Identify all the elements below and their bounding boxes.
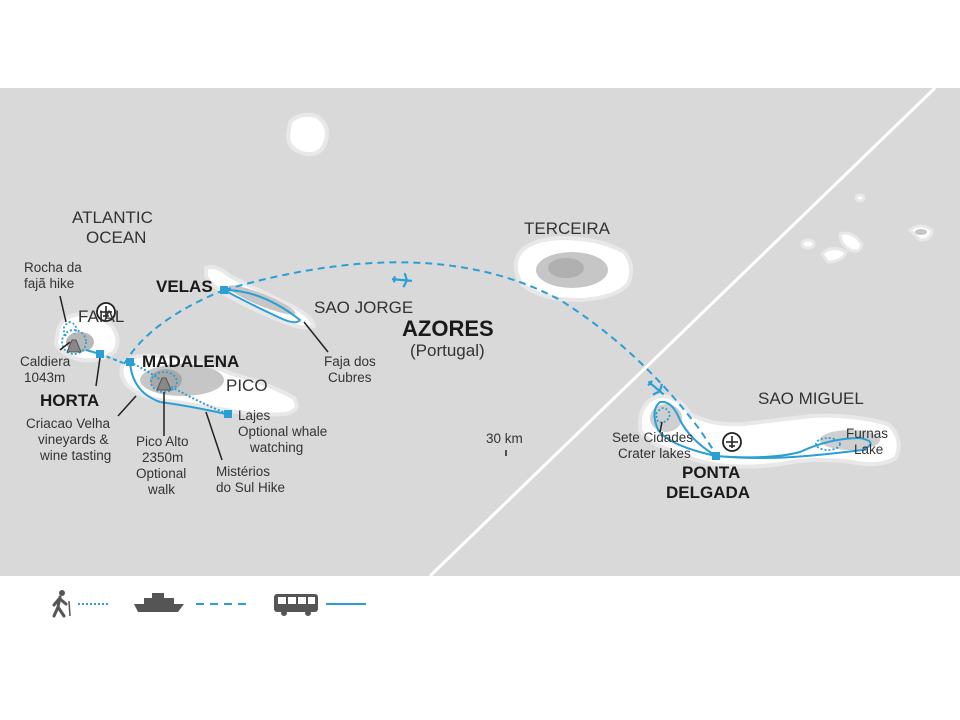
volcano-icon [66,339,82,353]
stop-madalena [126,358,134,366]
leader-misterios [205,411,223,461]
label-ponta-2: DELGADA [666,483,750,502]
islet-2 [820,247,848,264]
islet-4 [854,193,866,203]
hike-route-pico [129,361,229,415]
ferry-route-horta-madalena [99,353,127,365]
label-pico-alto-1: Pico Alto [136,434,189,449]
label-faja-2: Cubres [328,370,372,385]
bus-route-pico [129,361,227,415]
label-faja-1: Faja dos [324,354,376,369]
label-ocean-2: OCEAN [86,228,146,247]
label-ponta-1: PONTA [682,463,740,482]
faial-hike-rocha [62,321,78,337]
sao-miguel-mountain-east [820,430,880,450]
sao-miguel-mountain-west [650,404,682,432]
ferry-icon [134,593,184,612]
bus-icon [274,594,318,616]
volcano-icon [156,377,172,391]
label-pico: PICO [226,376,268,395]
leader-rocha [59,295,67,323]
label-caldiera-2: 1043m [24,370,65,385]
label-criacao-2: vineyards & [38,432,109,447]
label-rocha-2: fajã hike [24,276,74,291]
label-sete-2: Crater lakes [618,446,691,461]
hiker-icon [52,590,71,618]
islet-3 [838,231,864,253]
airport-icon [722,432,742,452]
plane-icon [391,272,413,288]
islet-5-mountain [915,229,927,235]
label-scale: 30 km [486,431,523,446]
label-azores: AZORES [402,316,494,341]
label-lajes-3: watching [249,440,303,455]
label-madalena: MADALENA [142,352,239,371]
faial-hike-loop [61,329,87,355]
label-misterios-1: Mistérios [216,464,270,479]
label-sao-miguel: SAO MIGUEL [758,389,864,408]
label-rocha-1: Rocha da [24,260,82,275]
label-furnas-2: Lake [854,442,883,457]
stop-lajes [224,410,232,418]
label-terceira: TERCEIRA [524,219,611,238]
label-pico-alto-2: 2350m [142,450,183,465]
label-lajes-2: Optional whale [238,424,327,439]
bus-route-sao-miguel-west [653,400,717,457]
label-velas: VELAS [156,277,213,296]
island-nw [285,112,329,157]
label-sao-jorge: SAO JORGE [314,298,413,317]
label-caldiera-1: Caldiera [20,354,71,369]
leader-faja [303,321,329,353]
label-portugal: (Portugal) [410,341,485,360]
label-criacao-3: wine tasting [39,448,111,463]
leader-caldiera [59,341,71,351]
hike-furnas [815,437,841,451]
leader-horta [95,357,101,387]
label-misterios-2: do Sul Hike [216,480,285,495]
islet-1 [800,238,816,250]
bus-route-sao-jorge [223,289,302,324]
stop-velas [220,286,228,294]
label-sete-1: Sete Cidades [612,430,693,445]
label-ocean-1: ATLANTIC [72,208,153,227]
stop-horta [96,350,104,358]
label-lajes-1: Lajes [238,408,271,423]
inset-divider [428,86,937,578]
label-furnas-1: Furnas [846,426,888,441]
label-horta: HORTA [40,391,99,410]
ferry-route-velas-ponta [223,261,717,455]
label-faial: FAIAL [78,307,124,326]
ferry-route-madalena-velas [123,289,225,365]
stop-ponta-delgada [712,452,720,460]
bus-route-sao-miguel-east [715,436,872,459]
terceira-peak [548,258,584,278]
legend [52,590,366,618]
label-criacao-1: Criacao Velha [26,416,111,431]
sea-area [0,88,960,576]
pico-hike-loop [150,371,178,393]
leader-sete [659,421,663,433]
plane-icon [647,380,665,396]
label-pico-alto-3: Optional [136,466,186,481]
leader-criacao [117,395,137,417]
airport-icon [96,302,116,322]
label-pico-alto-4: walk [147,482,175,497]
